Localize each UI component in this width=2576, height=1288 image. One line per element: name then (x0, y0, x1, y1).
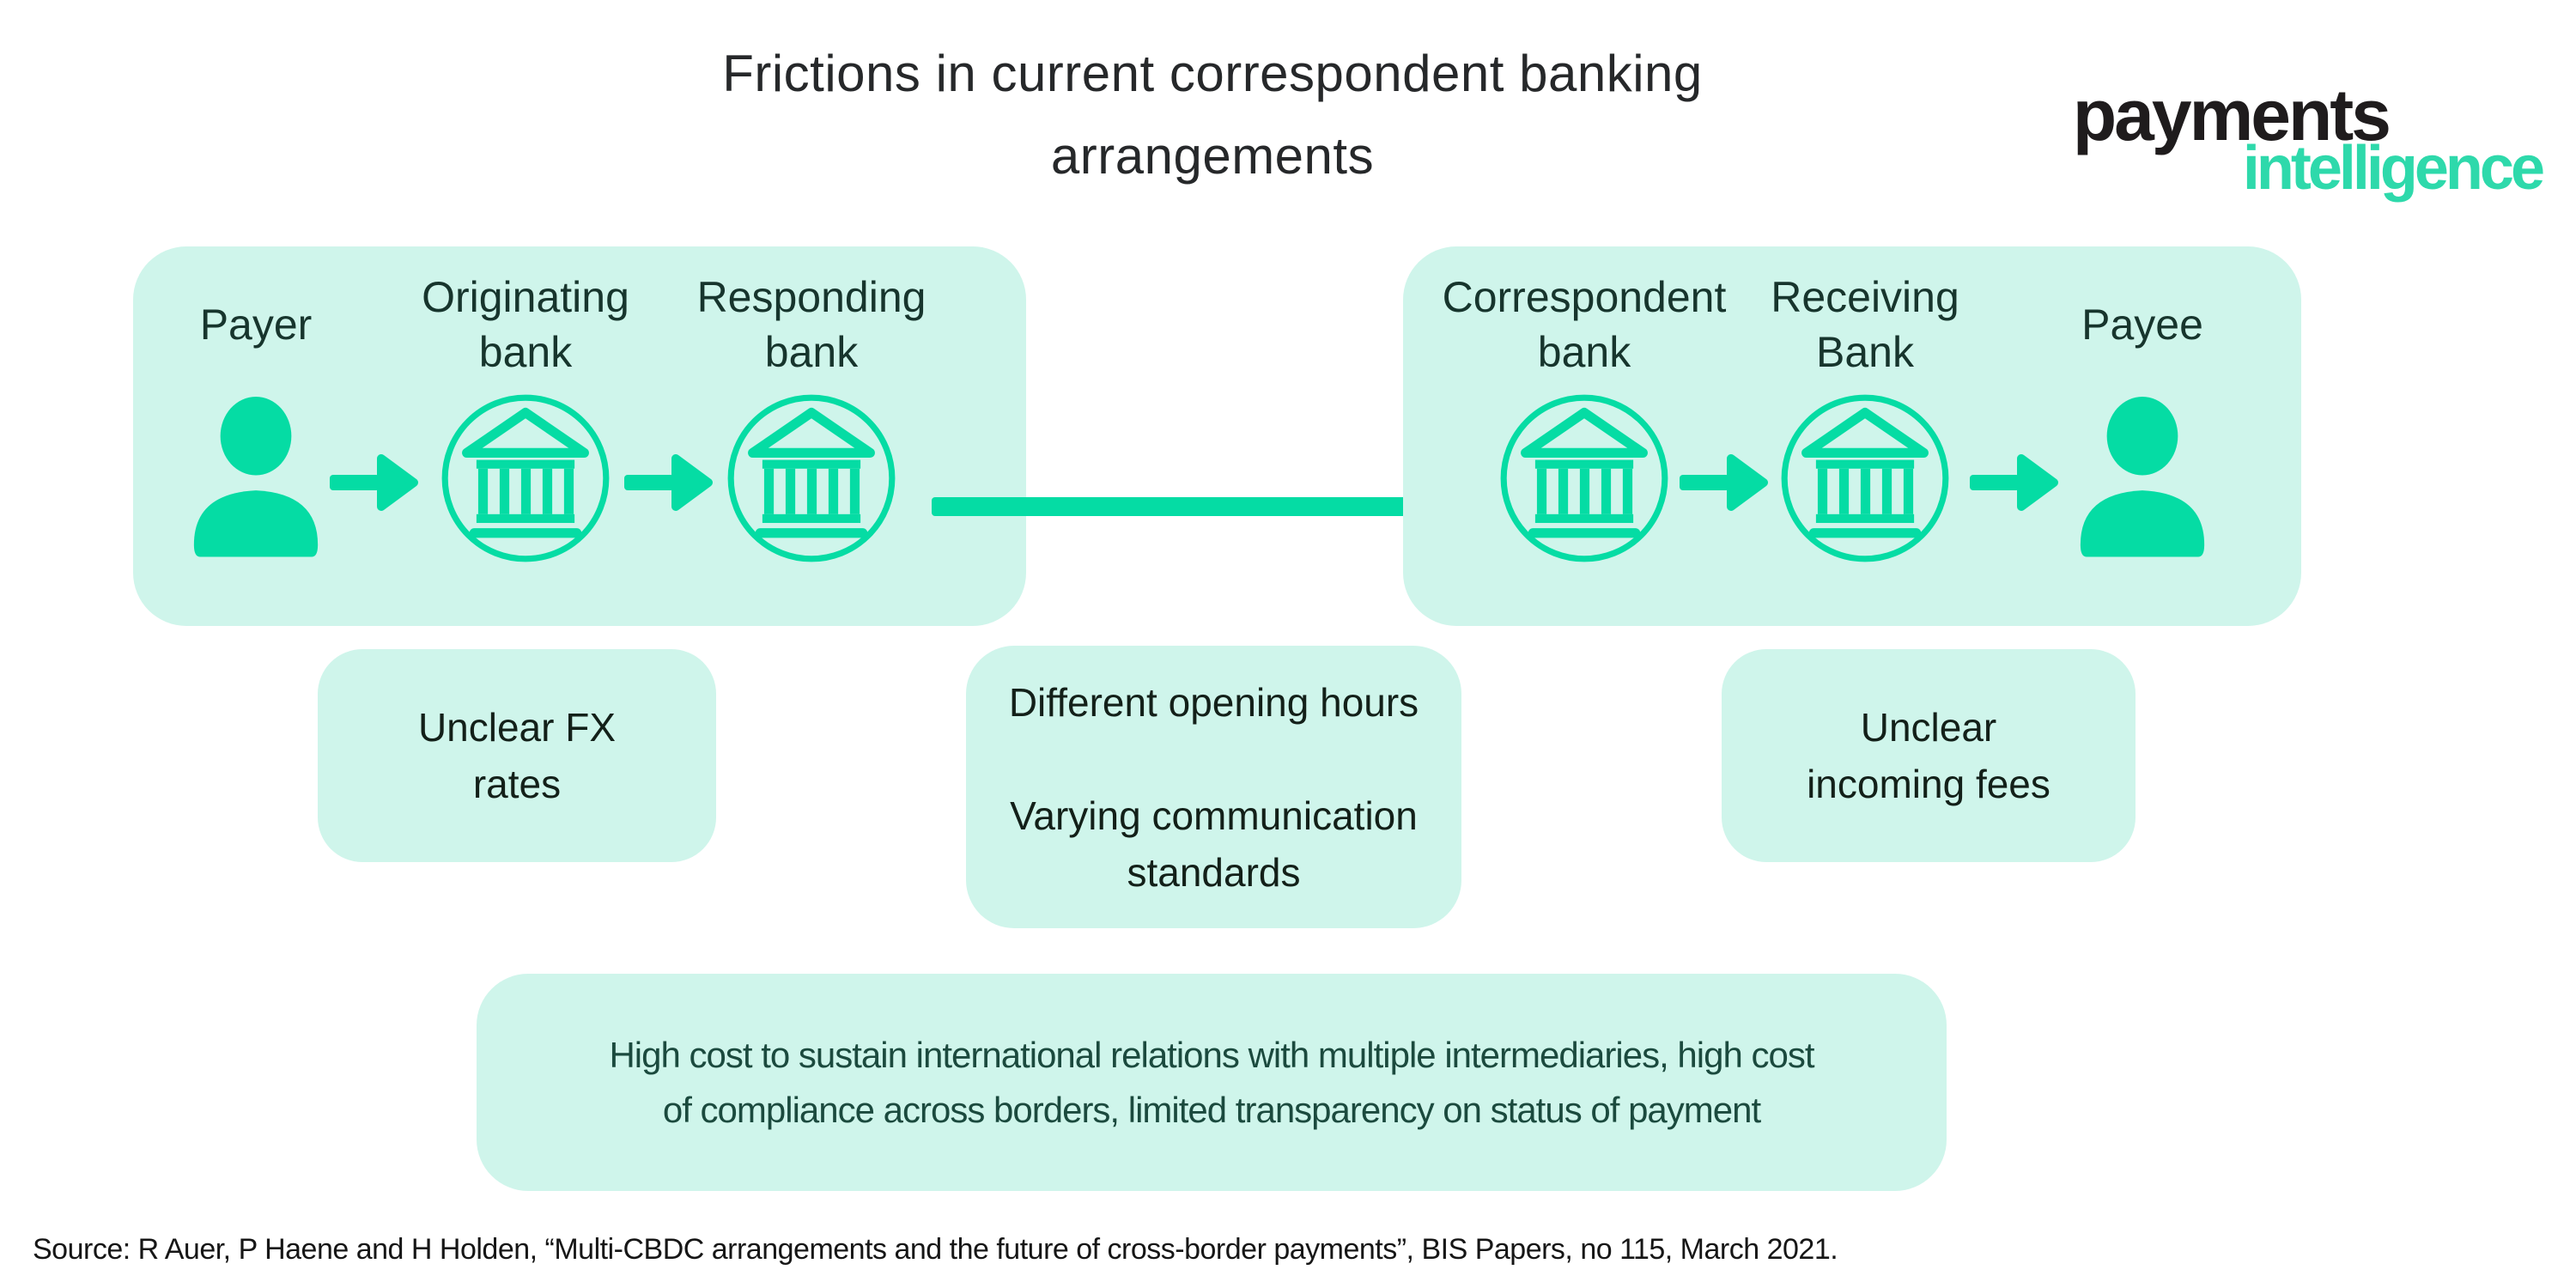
note-high-cost-summary: High cost to sustain international relat… (477, 974, 1947, 1191)
note-line: rates (472, 762, 562, 806)
label-line: Payer (199, 301, 313, 349)
summary-line: of compliance across borders, limited tr… (662, 1089, 1761, 1130)
label-line: Receiving (1771, 273, 1959, 321)
note-unclear-incoming-fees: Unclear incoming fees (1722, 649, 2136, 862)
node-responding-bank: Responding bank (614, 246, 1009, 569)
node-correspondent-bank-label: Correspondent bank (1387, 267, 1782, 382)
bank-icon (328, 387, 723, 569)
arrow-right-icon (1968, 450, 2061, 515)
node-payer: Payer (58, 246, 453, 569)
node-payer-label: Payer (58, 267, 453, 382)
note-line: Different opening hours (1008, 679, 1419, 725)
person-icon (1945, 387, 2340, 569)
note-line: Unclear (1860, 705, 1997, 750)
page-title: Frictions in current correspondent banki… (611, 33, 1814, 197)
label-line: Originating (422, 273, 629, 321)
label-line: Bank (1816, 328, 1914, 376)
node-correspondent-bank: Correspondent bank (1387, 246, 1782, 569)
page-title-line1: Frictions in current correspondent banki… (722, 45, 1703, 102)
source-caption: Source: R Auer, P Haene and H Holden, “M… (33, 1233, 1838, 1266)
right-flow-panel: Correspondent bank (1403, 246, 2301, 626)
bank-icon (1668, 387, 2063, 569)
arrow-right-icon (328, 450, 421, 515)
logo-intelligence-wordmark: intelligence (2242, 134, 2545, 203)
page-title-line2: arrangements (1050, 127, 1375, 185)
node-responding-bank-label: Responding bank (614, 267, 1009, 382)
bank-icon (1387, 387, 1782, 569)
note-unclear-fx-rates: Unclear FX rates (318, 649, 716, 862)
label-line: bank (1537, 328, 1631, 376)
summary-line: High cost to sustain international relat… (609, 1034, 1814, 1075)
node-payee-label: Payee (1945, 267, 2340, 382)
left-flow-panel: Payer Originating bank (133, 246, 1026, 626)
label-line: Payee (2081, 301, 2203, 349)
node-payee: Payee (1945, 246, 2340, 569)
node-receiving-bank-label: Receiving Bank (1668, 267, 2063, 382)
label-line: Responding (696, 273, 927, 321)
note-line: incoming fees (1807, 762, 2050, 806)
node-originating-bank: Originating bank (328, 246, 723, 569)
bank-icon (614, 387, 1009, 569)
label-line: Correspondent (1442, 273, 1727, 321)
person-icon (58, 387, 453, 569)
arrow-right-icon (1678, 450, 1771, 515)
note-opening-hours-standards: Different opening hours Varying communic… (966, 646, 1461, 928)
node-receiving-bank: Receiving Bank (1668, 246, 2063, 569)
label-line: bank (478, 328, 573, 376)
note-line: standards (1127, 849, 1301, 895)
node-originating-bank-label: Originating bank (328, 267, 723, 382)
note-line: Varying communication (1010, 793, 1418, 838)
logo-payments-wordmark: payments (2072, 75, 2391, 155)
label-line: bank (764, 328, 859, 376)
note-line: Unclear FX (417, 705, 617, 750)
arrow-right-icon (623, 450, 715, 515)
